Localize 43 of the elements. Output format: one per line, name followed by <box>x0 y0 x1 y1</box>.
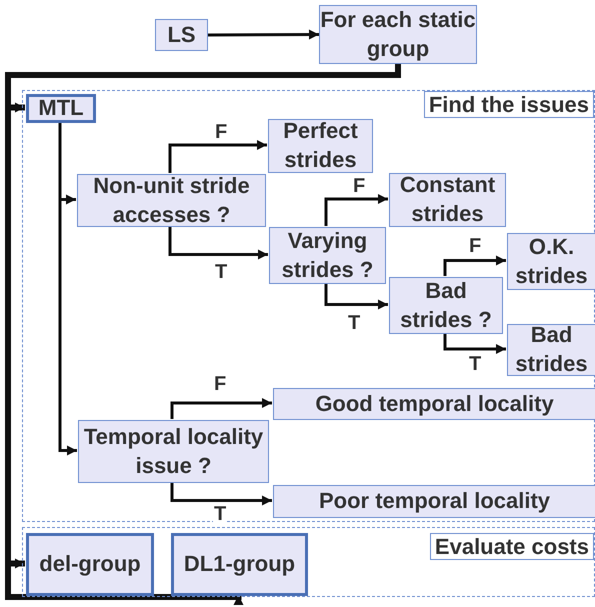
arrow <box>444 256 506 276</box>
node-label: DL1-group <box>184 550 296 578</box>
process-box <box>507 324 595 376</box>
arrow <box>170 398 272 419</box>
arrow <box>170 482 272 506</box>
arrow <box>168 140 267 173</box>
edge-label: T <box>213 504 228 524</box>
group-heading: Find the issues <box>424 91 594 118</box>
tool-box <box>171 533 308 596</box>
node-label: Perfect strides <box>282 117 359 174</box>
arrow <box>58 122 77 456</box>
arrow <box>444 333 506 354</box>
process-box <box>268 119 373 173</box>
dashed-group-frame <box>22 527 595 597</box>
node-label: Constant strides <box>398 171 496 228</box>
process-box <box>507 233 595 290</box>
process-box <box>273 388 595 420</box>
arrow <box>324 283 388 310</box>
node-label: del-group <box>39 550 141 578</box>
group-heading: Evaluate costs <box>430 533 594 560</box>
process-box <box>389 173 506 227</box>
dashed-group-frame <box>22 90 595 522</box>
process-box <box>269 227 386 284</box>
node-label: O.K. strides <box>514 232 589 290</box>
arrow <box>168 226 268 260</box>
node-label: For each static group <box>320 6 476 63</box>
node-label: Varying strides ? <box>280 226 374 284</box>
node-label: Non-unit stride accesses ? <box>92 172 251 228</box>
node-label: LS <box>167 20 196 49</box>
tool-box <box>26 533 154 596</box>
process-box <box>389 277 503 334</box>
process-box <box>155 19 208 51</box>
node-label: MTL <box>38 94 84 122</box>
process-box <box>273 485 595 518</box>
node-label: Poor temporal locality <box>318 487 550 516</box>
node-label: Bad strides <box>514 321 589 378</box>
process-box <box>77 174 266 227</box>
tool-box <box>26 94 96 123</box>
arrow <box>324 194 388 226</box>
node-label: Temporal locality issue ? <box>82 422 264 480</box>
arrow <box>208 30 319 40</box>
node-label: Bad strides ? <box>399 276 493 334</box>
node-label: Good temporal locality <box>315 390 554 418</box>
